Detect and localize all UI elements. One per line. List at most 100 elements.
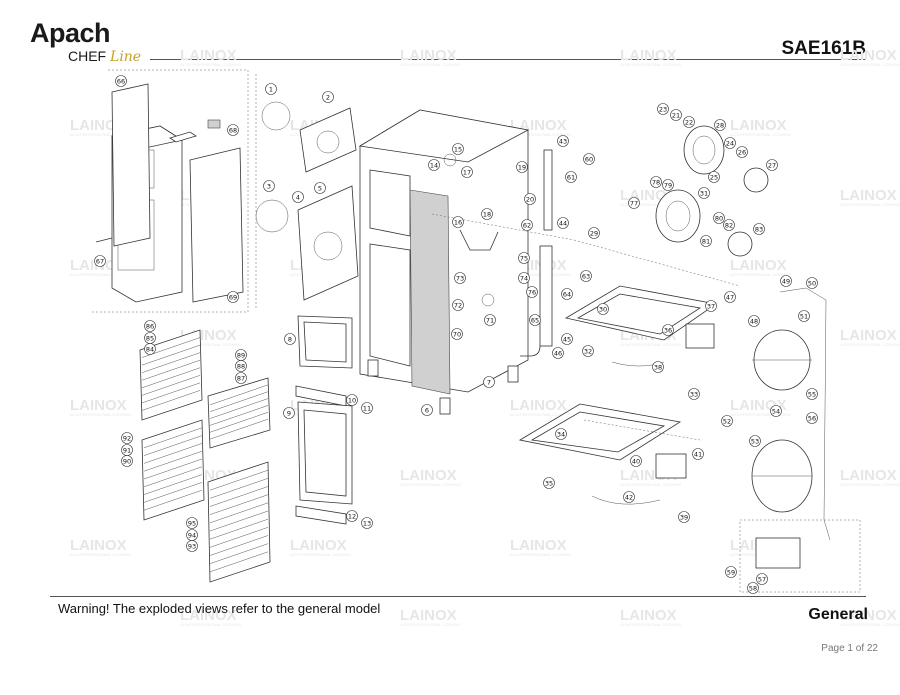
callout-circle	[284, 333, 296, 345]
callout-circle	[121, 444, 133, 456]
callout-number: 69	[229, 294, 237, 302]
callout-number: 86	[146, 323, 154, 331]
callout-number: 7	[487, 379, 491, 387]
callout-circle	[483, 376, 495, 388]
callout-55: 55	[806, 388, 818, 400]
callout-93: 93	[186, 540, 198, 552]
callout-circle	[698, 187, 710, 199]
callout-circle	[265, 83, 277, 95]
callout-number: 14	[430, 162, 438, 170]
callout-number: 24	[726, 140, 734, 148]
callout-number: 77	[630, 200, 638, 208]
callout-72: 72	[452, 299, 464, 311]
callout-circle	[583, 153, 595, 165]
callout-circle	[263, 180, 275, 192]
callout-circle	[588, 227, 600, 239]
callout-number: 65	[531, 317, 539, 325]
rack-shelf-line	[209, 551, 269, 573]
rack-shelf-line	[141, 352, 201, 373]
callout-number: 12	[348, 513, 356, 521]
callout-21: 21	[670, 109, 682, 121]
callout-number: 35	[545, 480, 553, 488]
callout-number: 66	[117, 78, 125, 86]
callout-number: 44	[559, 220, 567, 228]
callout-circle	[705, 300, 717, 312]
watermark-subtext: ALTA PROFESSIONAL COOKING	[180, 342, 241, 347]
watermark-text: LAINOX	[730, 257, 787, 274]
rack-shelf-line	[143, 458, 203, 480]
callout-circle	[451, 328, 463, 340]
callout-number: 42	[625, 494, 633, 502]
watermark-subtext: ALTA PROFESSIONAL COOKING	[400, 482, 461, 487]
page-indicator: Page 1 of 22	[821, 643, 878, 654]
callout-circle	[322, 91, 334, 103]
footer-rule	[50, 596, 866, 597]
watermark-text: LAINOX	[730, 117, 787, 134]
callout-number: 83	[755, 226, 763, 234]
rack-shelf-line	[209, 486, 269, 507]
callout-87: 87	[235, 372, 247, 384]
watermark-subtext: ALTA PROFESSIONAL COOKING	[510, 552, 571, 557]
callout-77: 77	[628, 197, 640, 209]
callout-73: 73	[454, 272, 466, 284]
rack-shelf-line	[209, 478, 269, 499]
callout-40: 40	[630, 455, 642, 467]
callout-number: 85	[146, 335, 154, 343]
watermark-subtext: ALTA PROFESSIONAL COOKING	[70, 552, 131, 557]
callout-circle	[144, 332, 156, 344]
callout-circle	[461, 166, 473, 178]
rack-shelf-line	[209, 398, 269, 419]
callout-number: 92	[123, 435, 131, 443]
brand-logo: Apach CHEF Line	[30, 20, 141, 66]
callout-circle	[529, 314, 541, 326]
callout-number: 78	[652, 179, 660, 187]
callout-number: 40	[632, 458, 640, 466]
callout-circle	[518, 252, 530, 264]
callout-30: 30	[597, 303, 609, 315]
callout-25: 25	[708, 171, 720, 183]
callout-33: 33	[688, 388, 700, 400]
callout-13: 13	[361, 517, 373, 529]
callout-22: 22	[683, 116, 695, 128]
callout-number: 60	[585, 156, 593, 164]
callout-number: 43	[559, 138, 567, 146]
watermark-text: LAINOX	[510, 537, 567, 554]
callout-circle	[724, 137, 736, 149]
callout-circle	[657, 103, 669, 115]
callout-20: 20	[524, 193, 536, 205]
callout-43: 43	[557, 135, 569, 147]
callout-circle	[650, 176, 662, 188]
logo-line: Line	[110, 49, 142, 65]
callout-4: 4	[292, 191, 304, 203]
rack-shelf-line	[209, 502, 269, 524]
callout-number: 31	[700, 190, 708, 198]
callout-17: 17	[461, 166, 473, 178]
callout-90: 90	[121, 455, 133, 467]
callout-number: 73	[456, 275, 464, 283]
callout-84: 84	[144, 343, 156, 355]
callout-31: 31	[698, 187, 710, 199]
callout-48: 48	[748, 315, 760, 327]
callout-number: 10	[348, 397, 356, 405]
callout-number: 90	[123, 458, 131, 466]
watermark-subtext: ALTA PROFESSIONAL COOKING	[730, 132, 791, 137]
callout-number: 71	[486, 317, 494, 325]
callout-number: 84	[146, 346, 154, 354]
section-title: General	[808, 606, 868, 623]
callout-circle	[806, 388, 818, 400]
callout-number: 26	[738, 149, 746, 157]
callout-65: 65	[529, 314, 541, 326]
callout-number: 39	[680, 514, 688, 522]
watermark-text: LAINOX	[840, 327, 897, 344]
callout-number: 61	[567, 174, 575, 182]
callout-circle	[361, 517, 373, 529]
watermark-text: LAINOX	[840, 47, 897, 64]
callout-46: 46	[552, 347, 564, 359]
watermark-subtext: ALTA PROFESSIONAL COOKING	[180, 62, 241, 67]
watermark-subtext: ALTA PROFESSIONAL COOKING	[730, 412, 791, 417]
callout-47: 47	[724, 291, 736, 303]
callout-7: 7	[483, 376, 495, 388]
callout-number: 82	[725, 222, 733, 230]
callout-76: 76	[526, 286, 538, 298]
